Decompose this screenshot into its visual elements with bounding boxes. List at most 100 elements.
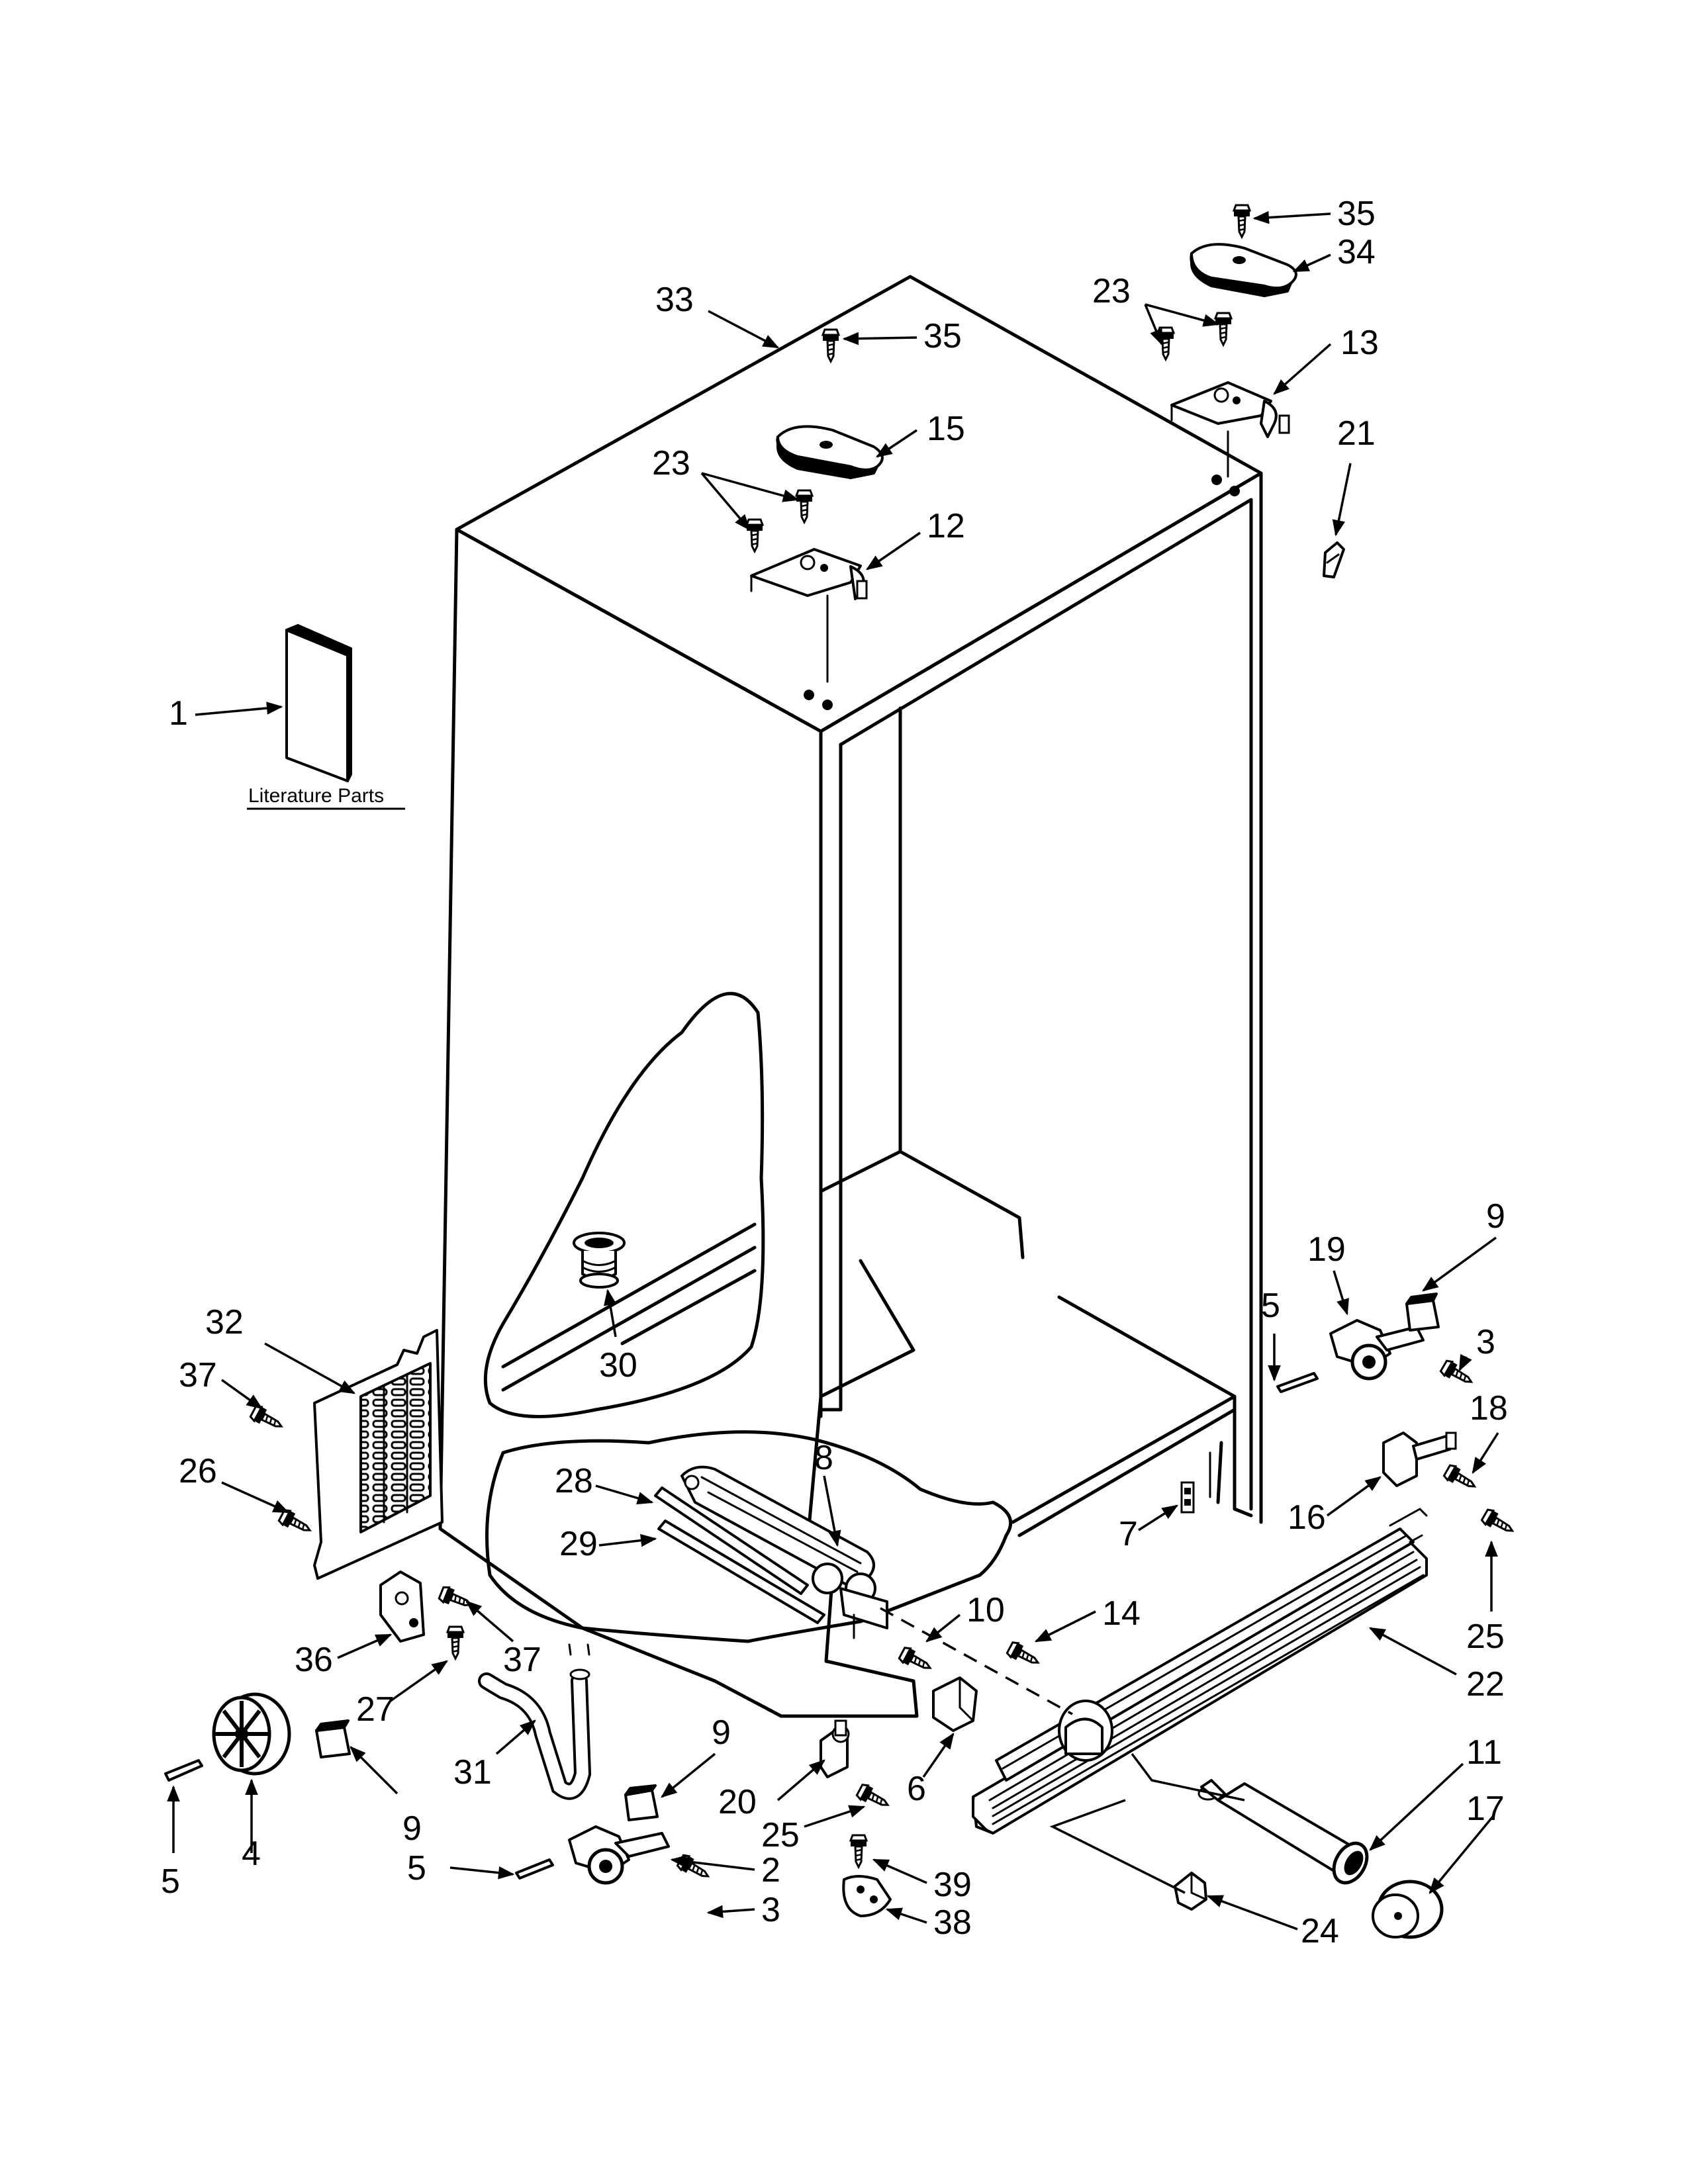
hinge-shim [1323, 541, 1345, 578]
callout-23: 23 [1092, 272, 1131, 310]
literature-booklet [285, 624, 352, 782]
screw-25-right [1479, 1507, 1518, 1539]
callout-27: 27 [356, 1690, 395, 1729]
roller-pin-right [1276, 1372, 1319, 1393]
callout-17: 17 [1466, 1790, 1505, 1828]
cutaway-lower [485, 1430, 1013, 1643]
callout-3: 3 [761, 1891, 780, 1929]
callout-37: 37 [179, 1356, 217, 1394]
callout-6: 6 [907, 1770, 926, 1808]
wheel-axle-pin [164, 1759, 203, 1782]
callout-35: 35 [923, 317, 962, 355]
callout-16: 16 [1288, 1498, 1326, 1537]
callout-labels: 35 34 23 13 21 33 35 15 23 12 1 Literatu… [161, 195, 1508, 1950]
hinge-screw-right-b [1156, 326, 1175, 361]
callout-24: 24 [1301, 1912, 1339, 1950]
refrigerator-cabinet [438, 275, 1263, 1718]
callout-3: 3 [1476, 1323, 1495, 1361]
callout-5: 5 [1261, 1287, 1280, 1325]
rear-access-cover [313, 1329, 444, 1580]
tube-clamp [842, 1875, 892, 1917]
callout-5: 5 [161, 1862, 180, 1901]
front-roller-assembly-left [568, 1825, 670, 1885]
callout-4: 4 [242, 1835, 261, 1873]
callout-34: 34 [1337, 233, 1376, 271]
roller-pin-left [515, 1858, 554, 1880]
leveling-pad-right [1405, 1293, 1440, 1332]
callout-29: 29 [559, 1525, 598, 1563]
callout-2: 2 [761, 1851, 780, 1889]
drain-grommet [573, 1232, 626, 1289]
callout-32: 32 [205, 1303, 244, 1342]
callout-22: 22 [1466, 1665, 1505, 1704]
leader-lines [167, 210, 1499, 1931]
screw-18 [1442, 1463, 1480, 1494]
callout-11: 11 [1466, 1733, 1502, 1772]
filter-bypass-cap [1174, 1872, 1207, 1911]
hinge-cover-center [776, 425, 884, 479]
callout-23: 23 [652, 444, 690, 482]
callout-9: 9 [1486, 1197, 1505, 1236]
drain-hose [478, 1643, 592, 1800]
hinge-screw-center-a [795, 489, 814, 523]
callout-37: 37 [503, 1641, 541, 1679]
callout-26: 26 [179, 1452, 217, 1490]
top-hinge-right [1170, 381, 1290, 478]
top-hinge-center [750, 548, 868, 683]
leveling-pad-center [624, 1784, 659, 1821]
condensate-tube-rods [654, 1486, 825, 1624]
front-roller-assembly-right [1329, 1319, 1425, 1381]
water-valve-bracket [820, 1719, 850, 1778]
roller-wheel [212, 1692, 291, 1776]
callout-28: 28 [555, 1462, 593, 1500]
callout-38: 38 [933, 1903, 972, 1942]
callout-10: 10 [966, 1591, 1005, 1629]
hinge-screw-center-b [745, 518, 764, 553]
callout-5: 5 [407, 1849, 426, 1888]
callout-39: 39 [933, 1866, 972, 1904]
screw-26-left [277, 1507, 315, 1539]
callout-9: 9 [712, 1713, 731, 1752]
hinge-cover-right [1190, 243, 1297, 297]
callout-15: 15 [927, 410, 965, 448]
filter-cap [1372, 1880, 1444, 1939]
callout-7: 7 [1119, 1515, 1138, 1553]
callout-33: 33 [655, 281, 694, 319]
drain-pan-assembly [680, 1465, 888, 1639]
callout-12: 12 [927, 507, 965, 545]
hinge-screw-top-center [821, 328, 840, 363]
screw-37-front [437, 1584, 475, 1614]
callout-25: 25 [1466, 1617, 1505, 1656]
front-roller-bracket [1382, 1432, 1457, 1487]
literature-parts-label: Literature Parts [248, 785, 384, 807]
screw-27 [446, 1625, 465, 1660]
screw-3-lower [675, 1852, 714, 1884]
callout-18: 18 [1470, 1389, 1508, 1428]
callout-30: 30 [599, 1346, 637, 1385]
callout-19: 19 [1307, 1230, 1346, 1269]
screw-10 [897, 1645, 935, 1676]
callout-21: 21 [1337, 414, 1376, 453]
tube-bracket [379, 1570, 425, 1643]
callout-13: 13 [1340, 324, 1379, 362]
leveling-pad-left [315, 1719, 351, 1758]
callout-35: 35 [1337, 195, 1376, 233]
screw-37-left [248, 1403, 287, 1435]
base-grille [972, 1508, 1428, 1835]
callout-25: 25 [761, 1816, 800, 1854]
callout-9: 9 [402, 1809, 422, 1848]
hinge-screw-right-a [1214, 312, 1233, 346]
cutaway-upper [483, 991, 765, 1418]
callout-8: 8 [814, 1439, 833, 1477]
screw-3-right [1438, 1358, 1477, 1390]
screw-39 [849, 1834, 868, 1868]
callout-31: 31 [453, 1753, 492, 1792]
grille-clip [932, 1676, 978, 1732]
hinge-screw-top-right [1233, 204, 1251, 238]
callout-36: 36 [295, 1641, 333, 1679]
mullion-clip [1180, 1481, 1195, 1514]
callout-1: 1 [169, 694, 188, 733]
water-filter [1197, 1779, 1369, 1885]
screw-14 [1005, 1639, 1043, 1671]
